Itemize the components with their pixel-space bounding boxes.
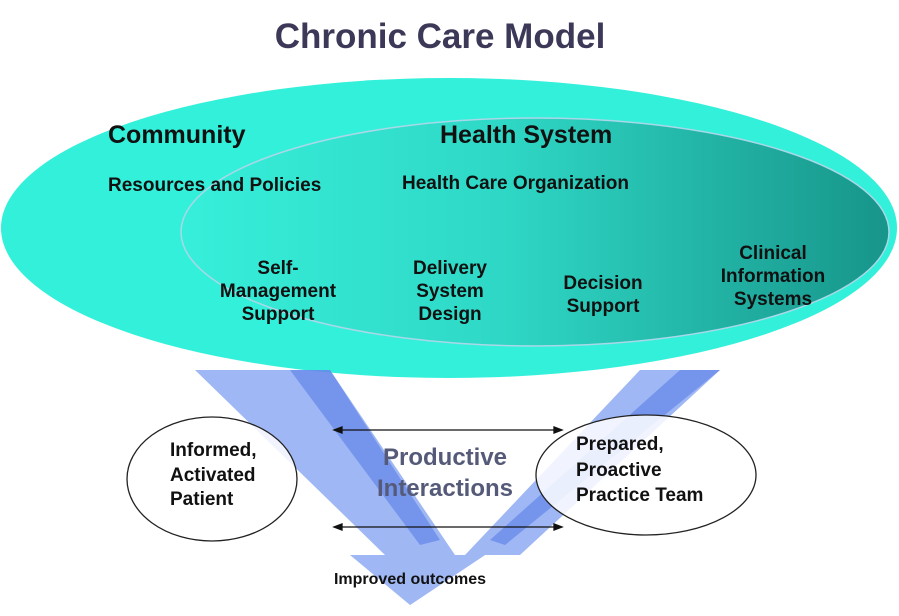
health-system-heading: Health System [440,121,613,149]
patient-label: Informed, Activated Patient [170,440,257,511]
team-label: Prepared, Proactive Practice Team [576,434,704,507]
community-subheading: Resources and Policies [108,175,322,196]
outcome-label: Improved outcomes [333,571,487,588]
element-self-management: Self- Management Support [219,258,337,325]
element-decision-support: Decision Support [563,273,643,317]
health-system-ellipse [180,117,890,347]
element-clinical-info: Clinical Information Systems [720,243,826,310]
interactions-label: Productive Interactions [376,444,514,503]
patient-ellipse [126,416,298,542]
element-delivery-system: Delivery System Design [413,258,487,325]
team-ellipse [535,414,757,536]
interaction-arrows [332,426,564,531]
community-heading: Community [108,121,246,149]
health-system-subheading: Health Care Organization [402,173,629,194]
diagram-title: Chronic Care Model [274,17,606,56]
